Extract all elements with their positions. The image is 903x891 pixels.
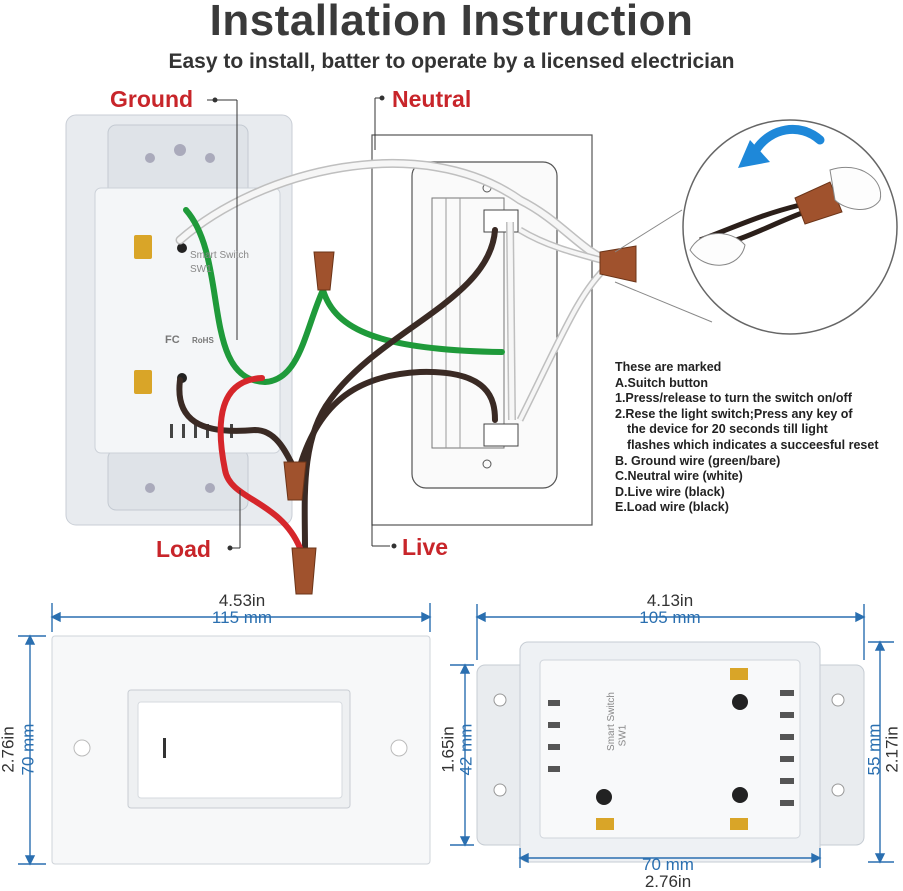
switch-device-back xyxy=(65,114,293,526)
body-width-mm: 105 mm xyxy=(639,608,701,627)
neutral-callout: Neutral xyxy=(392,86,472,112)
note-line: 1.Press/release to turn the switch on/of… xyxy=(615,391,852,406)
plate-height-mm: 70 mm xyxy=(18,723,38,776)
device-brand-label: Smart Switch xyxy=(190,250,249,261)
body-height-mm: 55 mm xyxy=(864,723,884,776)
plate-width-in: 4.53in xyxy=(218,591,266,610)
note-line: 2.Rese the light switch;Press any key of xyxy=(615,406,853,421)
body-depth-in: 2.76in xyxy=(644,872,692,891)
switch-body-front xyxy=(476,641,865,863)
body-dim-lines xyxy=(450,604,894,868)
page-title: Installation Instruction xyxy=(209,0,694,45)
load-callout: Load xyxy=(156,536,211,562)
note-line: C.Neutral wire (white) xyxy=(615,469,743,484)
wire-nut-live xyxy=(283,461,307,501)
body-inner-mm: 42 mm xyxy=(456,723,476,776)
device-model-label: SW1 xyxy=(190,264,212,275)
note-line: B. Ground wire (green/bare) xyxy=(615,453,781,468)
wire-nut-neutral xyxy=(599,245,637,283)
body-height-in: 2.17in xyxy=(882,726,902,773)
note-line: D.Live wire (black) xyxy=(615,484,725,499)
plate-height-in: 2.76in xyxy=(0,726,18,773)
body-depth-mm: 70 mm xyxy=(642,855,694,874)
page-subtitle: Easy to install, batter to operate by a … xyxy=(168,50,735,73)
body-model-label: SW1 xyxy=(617,724,629,747)
body-width-in: 4.13in xyxy=(646,591,694,610)
note-line: the device for 20 seconds till light xyxy=(627,422,828,437)
body-inner-in: 1.65in xyxy=(438,726,458,773)
note-line: E.Load wire (black) xyxy=(615,500,729,515)
body-brand-label: Smart Switch xyxy=(605,692,617,751)
zoom-detail xyxy=(682,119,898,335)
plate-dim-lines xyxy=(18,603,432,866)
wire-nut-ground xyxy=(313,251,335,291)
wall-box xyxy=(371,134,593,526)
device-fc-mark: FC xyxy=(165,334,180,346)
plate-width-mm: 115 mm xyxy=(211,608,273,627)
wall-plate-front xyxy=(51,635,431,865)
wire-nut-load xyxy=(291,547,317,595)
note-line: flashes which indicates a succeesful res… xyxy=(627,437,879,452)
device-rohs-mark: RoHS xyxy=(192,336,214,345)
ground-callout: Ground xyxy=(110,86,194,112)
live-callout: Live xyxy=(402,534,449,560)
callout-leaders xyxy=(207,95,397,551)
instruction-notes: These are marked A.Suitch button 1.Press… xyxy=(615,360,879,516)
note-line: A.Suitch button xyxy=(615,375,709,390)
note-line: These are marked xyxy=(615,360,722,374)
